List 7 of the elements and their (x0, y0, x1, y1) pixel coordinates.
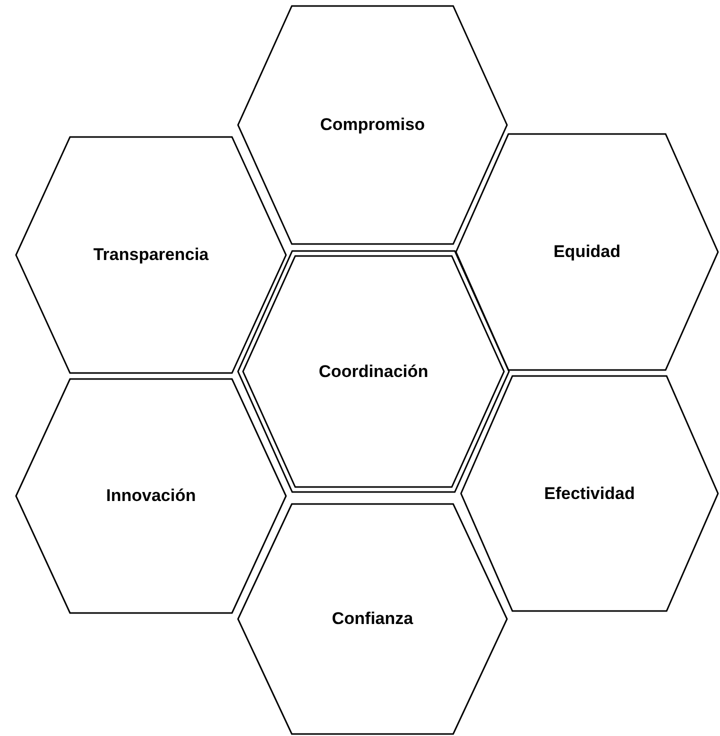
hexagon-label: Transparencia (93, 244, 209, 266)
hexagon-label: Confianza (332, 608, 414, 630)
hexagon-label: Coordinación (318, 360, 428, 383)
hexagon-label: Equidad (553, 241, 621, 264)
hexagon-label: Efectividad (544, 482, 635, 505)
hexagon-label: Compromiso (320, 114, 425, 136)
hexagon-label: Innovación (106, 485, 196, 508)
